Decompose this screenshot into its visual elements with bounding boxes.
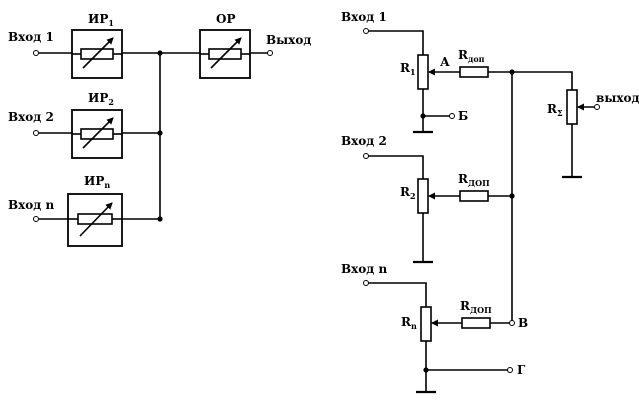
schematic-input-1-label: Вход 1 <box>341 10 387 24</box>
block-regulator-n-label: ИРn <box>84 174 110 190</box>
schematic-series-resistor-2-label: RДОП <box>458 172 490 188</box>
block-junction-2 <box>157 130 163 136</box>
block-output-regulator-adjust-arrow <box>210 37 242 69</box>
schematic-point-v-terminal[interactable] <box>509 320 515 326</box>
schematic-input-2-terminal[interactable] <box>363 153 369 159</box>
block-input-1-label: Вход 1 <box>8 30 54 44</box>
schematic-input-1-terminal[interactable] <box>363 28 369 34</box>
block-regulator-1 <box>71 29 123 79</box>
block-regulator-n-resistor <box>77 213 113 225</box>
schematic-pot-1 <box>417 54 429 90</box>
block-output-terminal[interactable] <box>267 50 273 56</box>
schematic-master-wire <box>512 71 573 90</box>
block-regulator-1-label: ИР1 <box>88 12 114 28</box>
schematic-series-resistor-1 <box>459 66 489 78</box>
schematic-point-a: А <box>440 55 450 69</box>
schematic-input-n-label: Вход n <box>341 262 387 276</box>
schematic: Вход 1 R1 А Б Rдоп Вход 2 R2 RДОП Вход n… <box>341 10 639 394</box>
block-output-regulator-label: ОР <box>216 12 235 26</box>
schematic-series-resistor-1-label: Rдоп <box>458 48 485 64</box>
schematic-master-pot-label: RΣ <box>547 102 563 118</box>
block-junction-1 <box>157 50 163 56</box>
schematic-point-g-terminal[interactable] <box>507 367 513 373</box>
schematic-series-resistor-n <box>461 317 491 329</box>
block-input-2-terminal[interactable] <box>33 130 39 136</box>
block-regulator-1-adjust-arrow <box>82 37 114 69</box>
schematic-input-2-label: Вход 2 <box>341 134 387 148</box>
schematic-input-1-wire <box>368 30 424 55</box>
schematic-point-g: Г <box>517 363 526 377</box>
schematic-output-terminal[interactable] <box>594 104 600 110</box>
schematic-pot-n <box>420 306 432 342</box>
block-regulator-2-label: ИР2 <box>88 91 114 107</box>
block-input-n-terminal[interactable] <box>33 216 39 222</box>
schematic-series-resistor-2 <box>459 190 489 202</box>
block-output-label: Выход <box>266 33 311 47</box>
block-regulator-n-adjust-arrow <box>79 202 113 237</box>
block-regulator-n <box>67 193 123 247</box>
schematic-point-v: В <box>518 316 528 330</box>
schematic-master-pot <box>566 89 578 125</box>
schematic-input-n-terminal[interactable] <box>363 280 369 286</box>
block-input-2-label: Вход 2 <box>8 110 54 124</box>
schematic-pot-2-label: R2 <box>400 185 416 201</box>
schematic-output-label: выход <box>596 91 639 105</box>
block-output-regulator <box>199 29 251 79</box>
schematic-point-b: Б <box>458 109 468 123</box>
block-regulator-2 <box>71 109 123 159</box>
schematic-point-b-terminal[interactable] <box>449 113 455 119</box>
schematic-pot-n-label: Rn <box>401 315 417 331</box>
block-input-1-terminal[interactable] <box>33 50 39 56</box>
schematic-pot-2 <box>417 178 429 214</box>
schematic-series-resistor-n-label: RДОП <box>460 299 492 315</box>
schematic-input-2-wire <box>368 155 424 179</box>
block-junction-n <box>157 216 163 222</box>
block-regulator-2-adjust-arrow <box>82 117 114 149</box>
block-diagram: Вход 1 ИР1 Вход 2 ИР2 Вход n <box>8 12 311 247</box>
schematic-input-n-wire <box>368 282 427 307</box>
block-input-n-label: Вход n <box>8 198 54 212</box>
schematic-pot-1-label: R1 <box>400 61 416 77</box>
